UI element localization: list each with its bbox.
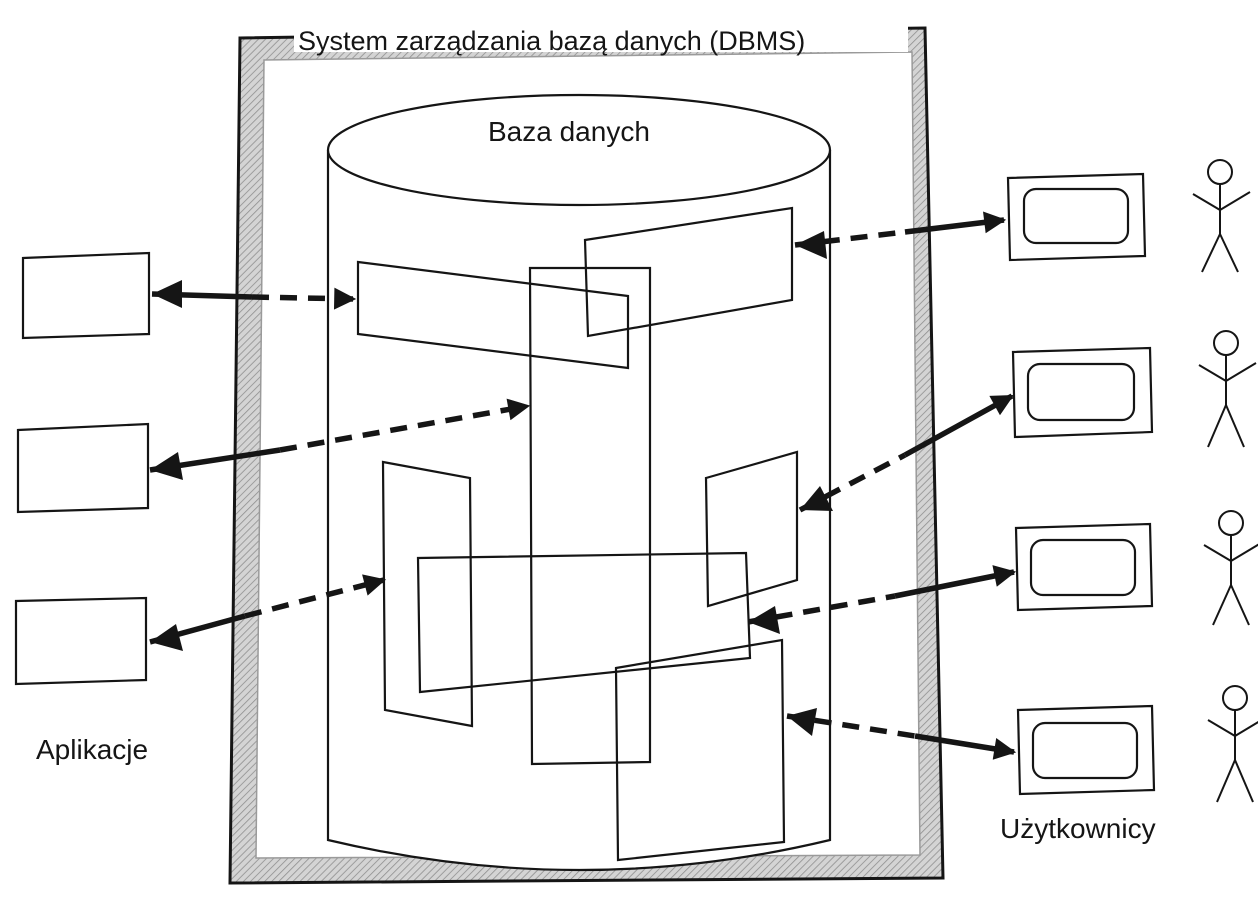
application-box-2 — [16, 422, 150, 514]
view-central-column — [528, 266, 652, 766]
monitor-icon — [1006, 172, 1147, 262]
application-box-1 — [21, 251, 151, 340]
view-middle-band — [416, 551, 752, 694]
data-views — [356, 206, 799, 862]
view-lower-left — [381, 460, 474, 728]
monitor-icon — [1014, 522, 1154, 612]
monitor-icon — [1016, 704, 1156, 796]
stick-figure-icon — [1207, 685, 1258, 803]
stick-figure-icon — [1198, 330, 1257, 448]
application-box-3 — [14, 596, 148, 686]
database-cylinder — [326, 93, 832, 872]
view-small-right — [704, 450, 799, 608]
applications — [14, 251, 151, 686]
users — [1192, 159, 1258, 803]
dbms-title: System zarządzania bazą danych (DBMS) — [298, 26, 805, 56]
users-label: Użytkownicy — [1000, 813, 1156, 844]
stick-figure-icon — [1203, 510, 1258, 626]
view-bottom-right — [614, 638, 786, 862]
applications-label: Aplikacje — [36, 734, 148, 765]
app-connections — [149, 280, 531, 651]
view-band-left — [356, 260, 630, 370]
view-upper-right — [583, 206, 794, 338]
terminals — [1006, 172, 1156, 796]
database-label: Baza danych — [488, 116, 650, 147]
user-connections — [747, 211, 1017, 760]
stick-figure-icon — [1192, 159, 1251, 273]
monitor-icon — [1011, 346, 1154, 439]
